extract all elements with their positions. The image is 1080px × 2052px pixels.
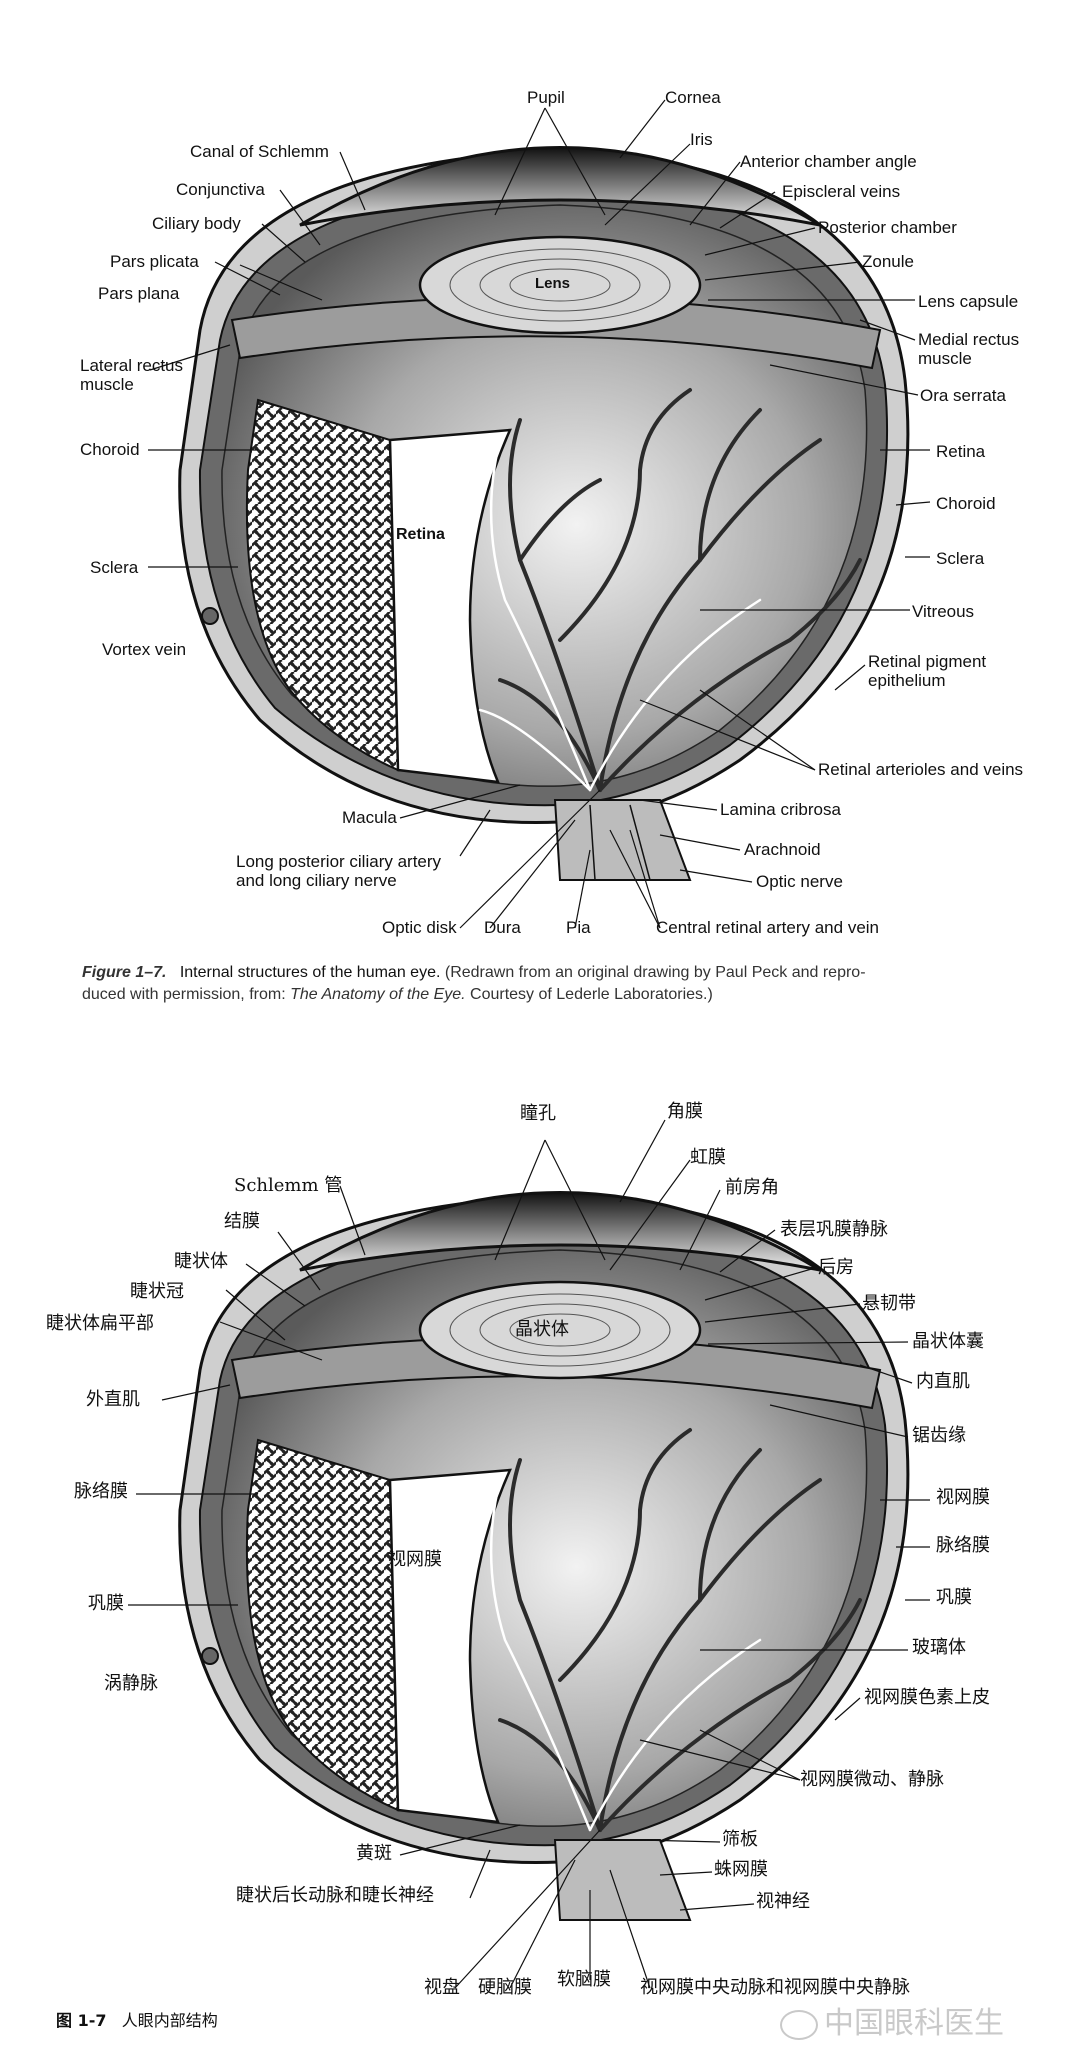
label-lens-capsule: Lens capsule [918, 292, 1019, 311]
watermark: 中国眼科医生 [780, 1998, 1004, 2042]
wechat-icon [780, 2009, 818, 2040]
english-figure: Pupil Cornea Iris Canal of Schlemm Anter… [80, 88, 1024, 1006]
label-central-retinal: Central retinal artery and vein [656, 918, 880, 937]
zh-label-vitreous: 玻璃体 [912, 1637, 966, 1658]
label-pia: Pia [566, 918, 591, 937]
optic-nerve-shape [553, 799, 692, 881]
figure-credit-3: Courtesy of Lederle Laboratories.) [465, 986, 713, 1003]
zh-label-pars-plicata: 睫状冠 [130, 1281, 184, 1302]
zh-label-zonule: 悬韧带 [862, 1293, 916, 1314]
chinese-figure: 瞳孔 角膜 虹膜 Schlemm 管 前房角 结膜 表层巩膜静脉 睫状体 后房 … [0, 1060, 1080, 2052]
label-rpe: Retinal pigment epithelium [868, 652, 987, 690]
label-episcleral-veins: Episcleral veins [782, 182, 901, 201]
label-canal-schlemm: Canal of Schlemm [190, 142, 329, 161]
watermark-text: 中国眼科医生 [824, 2006, 1004, 2041]
zh-label-sclera-left: 巩膜 [88, 1593, 124, 1614]
label-iris: Iris [690, 130, 713, 149]
eye-diagram-en [148, 99, 931, 929]
label-zonule: Zonule [862, 252, 914, 271]
label-sclera-left: Sclera [90, 558, 139, 577]
zh-label-episcleral-veins: 表层巩膜静脉 [780, 1219, 888, 1240]
zh-label-optic-disk: 视盘 [424, 1977, 460, 1998]
eye-diagram-zh [128, 1119, 930, 1989]
label-retinal-vessels: Retinal arterioles and veins [818, 760, 1024, 779]
label-sclera-right: Sclera [936, 549, 985, 568]
label-lateral-rectus: Lateral rectus muscle [80, 356, 183, 394]
label-posterior-chamber: Posterior chamber [818, 218, 957, 237]
label-medial-rectus: Medial rectus muscle [918, 330, 1020, 368]
figure-credit-1: (Redrawn from an original drawing by Pau… [444, 964, 866, 981]
label-lens: Lens [535, 275, 571, 292]
leader-lines-en [148, 99, 931, 929]
label-vitreous: Vitreous [912, 602, 975, 621]
figure-credit-2: duced with permission, from: [82, 986, 291, 1003]
zh-label-dura: 硬脑膜 [478, 1977, 532, 1998]
zh-label-pars-plana: 睫状体扁平部 [46, 1313, 154, 1334]
label-lamina-cribrosa: Lamina cribrosa [720, 800, 841, 819]
zh-label-arachnoid: 蛛网膜 [714, 1859, 768, 1880]
label-retina-center: Retina [396, 526, 445, 543]
figure-caption-zh: 图 1-7 人眼内部结构 [56, 2010, 218, 2032]
figure-title-zh: 人眼内部结构 [121, 2011, 218, 2030]
label-anterior-chamber-angle: Anterior chamber angle [740, 152, 917, 171]
figure-title-en: Internal structures of the human eye. [179, 964, 441, 981]
figure-caption-en: Figure 1–7. Internal structures of the h… [82, 962, 1012, 1006]
zh-label-lateral-rectus: 外直肌 [86, 1389, 140, 1410]
figure-number-zh: 图 1-7 [56, 2011, 107, 2030]
retinal-vessels [498, 388, 862, 792]
figure-book-title: The Anatomy of the Eye. [290, 986, 466, 1003]
zh-label-retina-right: 视网膜 [936, 1487, 990, 1508]
zh-label-canal-schlemm: Schlemm 管 [234, 1175, 343, 1196]
zh-label-rpe: 视网膜色素上皮 [864, 1687, 990, 1708]
zh-label-retina-center: 视网膜 [388, 1549, 442, 1570]
figure-number-en: Figure 1–7. [82, 964, 167, 981]
vortex-vein-shape [201, 607, 219, 625]
zh-label-choroid-left: 脉络膜 [74, 1481, 128, 1502]
zh-label-pia: 软脑膜 [557, 1969, 611, 1990]
label-long-posterior-ciliary: Long posterior ciliary artery and long c… [236, 852, 442, 890]
label-optic-disk: Optic disk [382, 918, 457, 937]
zh-label-optic-nerve: 视神经 [756, 1891, 810, 1912]
label-arachnoid: Arachnoid [744, 840, 821, 859]
zh-label-central-retinal: 视网膜中央动脉和视网膜中央静脉 [640, 1977, 910, 1998]
label-ora-serrata: Ora serrata [920, 386, 1006, 405]
zh-label-lens-capsule: 晶状体囊 [912, 1331, 984, 1352]
label-pars-plicata: Pars plicata [110, 252, 199, 271]
zh-label-pupil: 瞳孔 [520, 1103, 556, 1124]
leader-lines-zh [128, 1119, 930, 1989]
zh-label-posterior-chamber: 后房 [818, 1257, 854, 1278]
zh-label-vortex-vein: 涡静脉 [104, 1673, 158, 1694]
zh-label-lamina-cribrosa: 筛板 [722, 1829, 758, 1850]
zh-label-macula: 黄斑 [356, 1843, 392, 1864]
cornea-dome [299, 146, 821, 227]
zh-label-cornea: 角膜 [667, 1101, 703, 1122]
label-choroid-left: Choroid [80, 440, 140, 459]
zh-label-medial-rectus: 内直肌 [916, 1371, 970, 1392]
label-pupil: Pupil [527, 88, 565, 107]
label-cornea: Cornea [665, 88, 721, 107]
zh-label-iris: 虹膜 [690, 1147, 726, 1168]
zh-label-ora-serrata: 锯齿缘 [912, 1425, 966, 1446]
label-retina-right: Retina [936, 442, 986, 461]
label-choroid-right: Choroid [936, 494, 996, 513]
zh-label-ciliary-body: 睫状体 [174, 1251, 228, 1272]
lens-shape [418, 235, 702, 335]
zh-label-long-posterior-ciliary: 睫状后长动脉和睫长神经 [236, 1885, 434, 1906]
label-vortex-vein: Vortex vein [102, 640, 187, 659]
zh-label-anterior-chamber-angle: 前房角 [725, 1177, 779, 1198]
zh-label-lens: 晶状体 [515, 1319, 569, 1340]
zh-label-retinal-vessels: 视网膜微动、静脉 [800, 1769, 944, 1790]
label-optic-nerve: Optic nerve [756, 872, 843, 891]
label-ciliary-body: Ciliary body [152, 214, 241, 233]
choroid-mesh-cutaway [245, 398, 400, 772]
zh-label-choroid-right: 脉络膜 [936, 1535, 990, 1556]
label-pars-plana: Pars plana [98, 284, 180, 303]
zh-label-conjunctiva: 结膜 [224, 1211, 260, 1232]
label-macula: Macula [342, 808, 397, 827]
zh-label-sclera-right: 巩膜 [936, 1587, 972, 1608]
label-dura: Dura [484, 918, 521, 937]
label-conjunctiva: Conjunctiva [176, 180, 265, 199]
